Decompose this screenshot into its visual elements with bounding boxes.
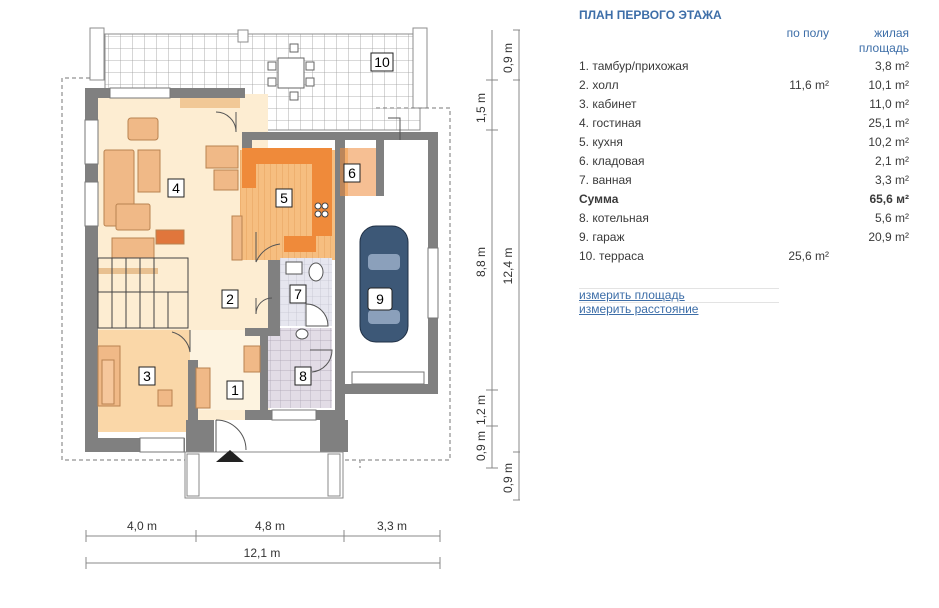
dimension-label: 12,1 m (244, 546, 281, 560)
room-name: 8. котельная (579, 211, 649, 225)
stairs (97, 257, 189, 329)
room-label[interactable]: 3 (138, 366, 156, 386)
room-name: Сумма (579, 192, 619, 206)
table-row: 5. кухня 10,2 m² (579, 133, 911, 152)
living-area: 3,8 m² (874, 59, 909, 73)
svg-text:2: 2 (226, 291, 234, 307)
living-area: 20,9 m² (868, 230, 909, 244)
dimension-label: 3,3 m (377, 519, 407, 533)
living-area: 11,0 m² (869, 97, 909, 111)
room-label[interactable]: 1 (226, 380, 244, 400)
measure-distance-link[interactable]: измерить расстояние (579, 302, 779, 316)
col-header-living-2: площадь (858, 41, 909, 55)
living-area: 25,1 m² (868, 116, 909, 130)
table-row: 10. терраса 25,6 m² (579, 247, 911, 266)
room-label[interactable]: 5 (275, 188, 293, 208)
dimension-label: 4,0 m (127, 519, 157, 533)
living-area: 5,6 m² (874, 211, 909, 225)
dimension-label: 1,2 m (474, 395, 488, 425)
plan-title: ПЛАН ПЕРВОГО ЭТАЖА (579, 8, 722, 22)
room-name: 6. кладовая (579, 154, 645, 168)
room-name: 5. кухня (579, 135, 623, 149)
table-row: 7. ванная 3,3 m² (579, 171, 911, 190)
svg-text:5: 5 (280, 190, 288, 206)
room-label[interactable]: 8 (294, 366, 312, 386)
svg-text:10: 10 (374, 54, 390, 70)
svg-text:7: 7 (294, 286, 302, 302)
dimension-label: 0,9 m (501, 43, 515, 73)
svg-text:9: 9 (376, 291, 384, 307)
room-name: 3. кабинет (579, 97, 637, 111)
table-row: 9. гараж 20,9 m² (579, 228, 911, 247)
floor-plan: 1 2 3 4 5 6 7 8 (61, 27, 520, 569)
table-row-total: Сумма 65,6 м² (579, 190, 911, 209)
bathroom-fixtures (285, 261, 329, 340)
table-row: 8. котельная 5,6 m² (579, 209, 911, 228)
furniture (97, 117, 261, 409)
roof-outline (61, 77, 451, 468)
svg-text:6: 6 (348, 165, 356, 181)
col-header-floor: по полу (786, 26, 829, 40)
living-area: 2,1 m² (874, 154, 909, 168)
measure-area-link[interactable]: измерить площадь (579, 288, 779, 302)
table-row: 4. гостиная 25,1 m² (579, 114, 911, 133)
svg-text:3: 3 (143, 368, 151, 384)
room-label[interactable]: 10 (370, 52, 394, 72)
windows (84, 87, 439, 453)
room-labels: 1 2 3 4 5 6 7 8 (138, 52, 394, 400)
table-row: 6. кладовая 2,1 m² (579, 152, 911, 171)
table-row: 3. кабинет 11,0 m² (579, 95, 911, 114)
living-area: 10,1 m² (868, 78, 909, 92)
floor-area: 11,6 m² (789, 78, 829, 92)
porch (184, 419, 344, 499)
col-header-living: жилая площадь (859, 26, 909, 56)
svg-text:1: 1 (231, 382, 239, 398)
room-name: 2. холл (579, 78, 619, 92)
dimension-label: 8,8 m (474, 247, 488, 277)
living-area: 65,6 м² (869, 192, 909, 206)
room-label[interactable]: 2 (221, 289, 239, 309)
room-label[interactable]: 4 (167, 178, 185, 198)
room-name: 1. тамбур/прихожая (579, 59, 689, 73)
living-area: 3,3 m² (874, 173, 909, 187)
room-label[interactable]: 9 (367, 287, 393, 311)
room-label[interactable]: 6 (343, 163, 361, 183)
bottom-dimensions: 4,0 m 4,8 m 3,3 m 12,1 m (85, 519, 441, 569)
room-name: 7. ванная (579, 173, 632, 187)
dimension-label: 12,4 m (501, 248, 515, 285)
room-label[interactable]: 7 (289, 284, 307, 304)
col-header-living-1: жилая (874, 26, 909, 40)
table-row: 1. тамбур/прихожая 3,8 m² (579, 57, 911, 76)
floor-area: 25,6 m² (788, 249, 829, 263)
car-icon (359, 225, 409, 343)
svg-text:8: 8 (299, 368, 307, 384)
room-name: 4. гостиная (579, 116, 642, 130)
dimension-label: 4,8 m (255, 519, 285, 533)
living-area: 10,2 m² (868, 135, 909, 149)
right-dimensions: 0,9 m 1,5 m 8,8 m 12,4 m 1,2 m 0,9 m 0,9… (474, 29, 520, 501)
doors (171, 111, 401, 373)
room-name: 10. терраса (579, 249, 644, 263)
dimension-label: 0,9 m (501, 463, 515, 493)
svg-text:4: 4 (172, 180, 180, 196)
dimension-label: 1,5 m (474, 93, 488, 123)
room-name: 9. гараж (579, 230, 625, 244)
dimension-label: 0,9 m (474, 431, 488, 461)
terrace-table-icon (267, 43, 315, 101)
table-row: 2. холл 11,6 m² 10,1 m² (579, 76, 911, 95)
